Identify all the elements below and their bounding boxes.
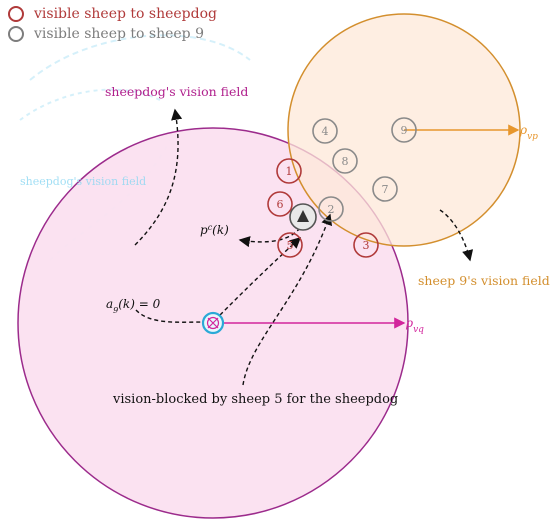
ghost-text: sheepdog's vision field [20,175,146,188]
legend-swatch-icon [8,6,24,22]
sheepdog-marker[interactable] [201,311,225,335]
blocked-pointer [242,213,333,386]
svg-text:9: 9 [401,124,408,137]
legend-row-sheep9: visible sheep to sheep 9 [8,26,204,42]
legend-label: visible sheep to sheep 9 [34,26,205,42]
svg-text:5: 5 [287,239,294,252]
sheep-4[interactable]: 4 [312,118,338,144]
svg-text:8: 8 [342,155,349,168]
legend-row-sheepdog: visible sheep to sheepdog [8,6,217,22]
label-sheep9-vision: sheep 9's vision field [418,273,550,288]
ghost-arc [19,88,161,121]
alignment-pointer [135,309,206,323]
centroid-marker[interactable] [289,203,317,231]
svg-text:4: 4 [322,125,329,138]
svg-text:1: 1 [286,165,293,178]
sheep-7[interactable]: 7 [372,176,398,202]
svg-text:7: 7 [382,183,389,196]
dog-to-sheep5-dashed [219,237,302,316]
svg-text:2: 2 [328,203,335,216]
sheep-radius-label: ρvp [519,123,538,142]
sheep-3[interactable]: 3 [353,232,379,258]
sheep-2[interactable]: 2 [318,196,344,222]
sheep-group: 1 6 5 3 4 8 9 [267,117,417,258]
label-centroid: pc(k) [200,223,229,238]
ghost-arc [29,34,251,81]
sheep-8[interactable]: 8 [332,148,358,174]
label-alignment: a9(k) = 0 [106,297,161,315]
dog-vision-pointer [134,108,183,246]
label-sheepdog-vision: sheepdog's vision field [105,84,248,99]
ghost-artifacts [19,34,251,261]
sheep-5[interactable]: 5 [277,232,303,258]
legend-swatch-icon [8,26,24,42]
svg-text:6: 6 [277,198,284,211]
sheep9-vision-pointer [439,209,474,262]
sheep-6[interactable]: 6 [267,191,293,217]
sheep-9[interactable]: 9 [391,117,417,143]
label-blocked: vision-blocked by sheep 5 for the sheepd… [112,392,398,407]
svg-text:3: 3 [363,239,370,252]
legend-label: visible sheep to sheepdog [34,6,217,22]
sheep-1[interactable]: 1 [276,158,302,184]
